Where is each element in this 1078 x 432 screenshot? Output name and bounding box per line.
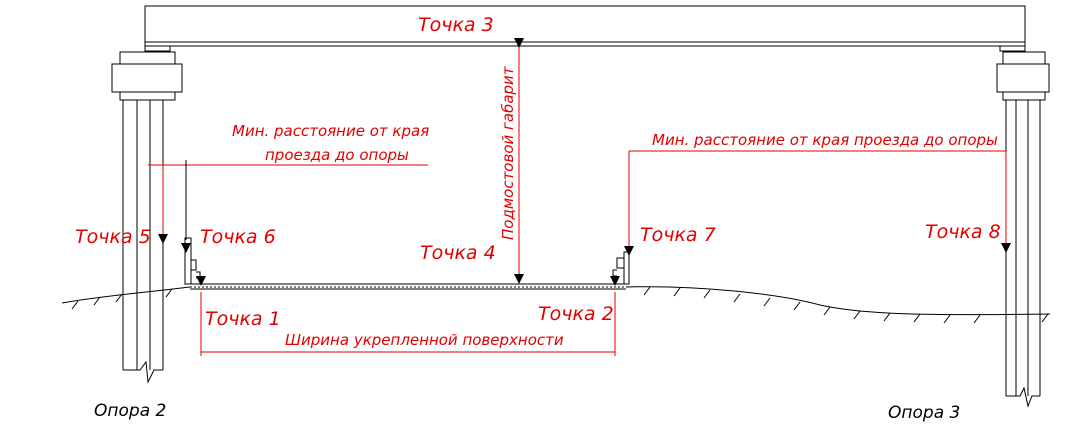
label-min-left-line2: проезда до опоры (265, 146, 409, 164)
label-point-1: Точка 1 (205, 308, 281, 330)
arrow-point-5 (158, 234, 168, 244)
arrow-point-2 (610, 276, 620, 286)
dimension-min-right (624, 150, 1011, 256)
arrow-point-4 (514, 274, 524, 284)
arrow-point-3 (514, 38, 524, 48)
label-point-4: Точка 4 (420, 242, 496, 264)
label-min-left-line1: Мин. расстояние от края (232, 122, 429, 140)
arrow-point-1 (196, 276, 206, 286)
support-left (111, 51, 183, 384)
label-point-2: Точка 2 (538, 303, 614, 325)
ground (61, 286, 1051, 324)
dimension-clearance (514, 38, 524, 284)
arrow-point-8 (1001, 243, 1011, 253)
label-support-left: Опора 2 (94, 401, 166, 421)
label-width: Ширина укрепленной поверхности (285, 331, 564, 349)
dimension-width (196, 276, 620, 356)
label-point-5: Точка 5 (75, 226, 151, 248)
ground-hatching (71, 286, 1049, 324)
label-min-right: Мин. расстояние от края проезда до опоры (652, 131, 998, 149)
bridge-deck (144, 5, 1026, 52)
support-right (996, 51, 1050, 408)
arrow-point-7 (624, 246, 634, 256)
label-clearance: Подмостовой габарит (499, 65, 517, 240)
label-support-right: Опора 3 (888, 403, 960, 423)
arrow-point-6 (181, 243, 191, 253)
label-point-3: Точка 3 (418, 14, 494, 36)
label-point-8: Точка 8 (925, 221, 1001, 243)
label-point-7: Точка 7 (640, 224, 716, 246)
dimension-min-left (148, 160, 428, 244)
label-point-6: Точка 6 (200, 226, 276, 248)
